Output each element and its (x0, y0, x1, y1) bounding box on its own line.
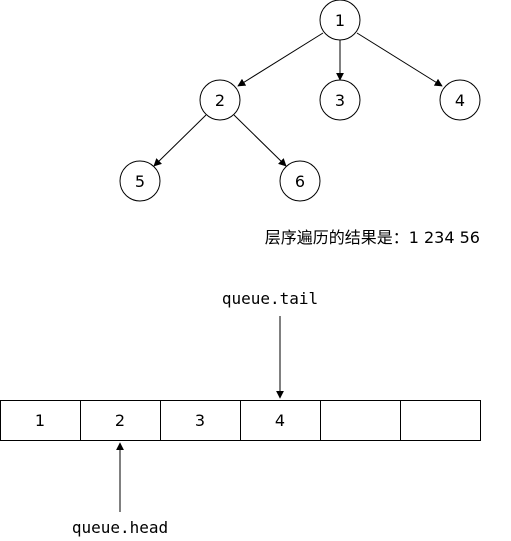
node-label: 1 (335, 11, 345, 30)
tree-node-1: 1 (319, 0, 361, 41)
node-label: 2 (215, 91, 225, 110)
queue-cell-3: 4 (240, 400, 321, 441)
queue-cell-2: 3 (160, 400, 241, 441)
edge-2-5 (153, 114, 207, 167)
queue-array: 1 2 3 4 (0, 400, 481, 441)
node-label: 5 (135, 172, 145, 191)
node-label: 4 (455, 91, 465, 110)
tree-node-4: 4 (439, 79, 481, 121)
queue-cell-value: 1 (35, 411, 45, 430)
edge-2-6 (233, 114, 287, 167)
queue-cell-1: 2 (80, 400, 161, 441)
edge-1-4 (356, 32, 443, 87)
tree-node-3: 3 (319, 79, 361, 121)
tree-node-6: 6 (279, 160, 321, 202)
edge-1-2 (237, 32, 324, 87)
queue-cell-value: 2 (115, 411, 125, 430)
queue-cell-value: 3 (195, 411, 205, 430)
queue-cell-5 (400, 400, 481, 441)
queue-head-label: queue.head (72, 518, 168, 537)
queue-cell-value: 4 (275, 411, 285, 430)
node-label: 6 (295, 172, 305, 191)
queue-cell-0: 1 (0, 400, 81, 441)
tree-node-2: 2 (199, 79, 241, 121)
node-label: 3 (335, 91, 345, 110)
tree-edges (153, 32, 443, 167)
queue-cell-4 (320, 400, 401, 441)
traversal-result-caption: 层序遍历的结果是：1 234 56 (265, 228, 480, 247)
tree-node-5: 5 (119, 160, 161, 202)
queue-tail-label: queue.tail (222, 289, 318, 308)
